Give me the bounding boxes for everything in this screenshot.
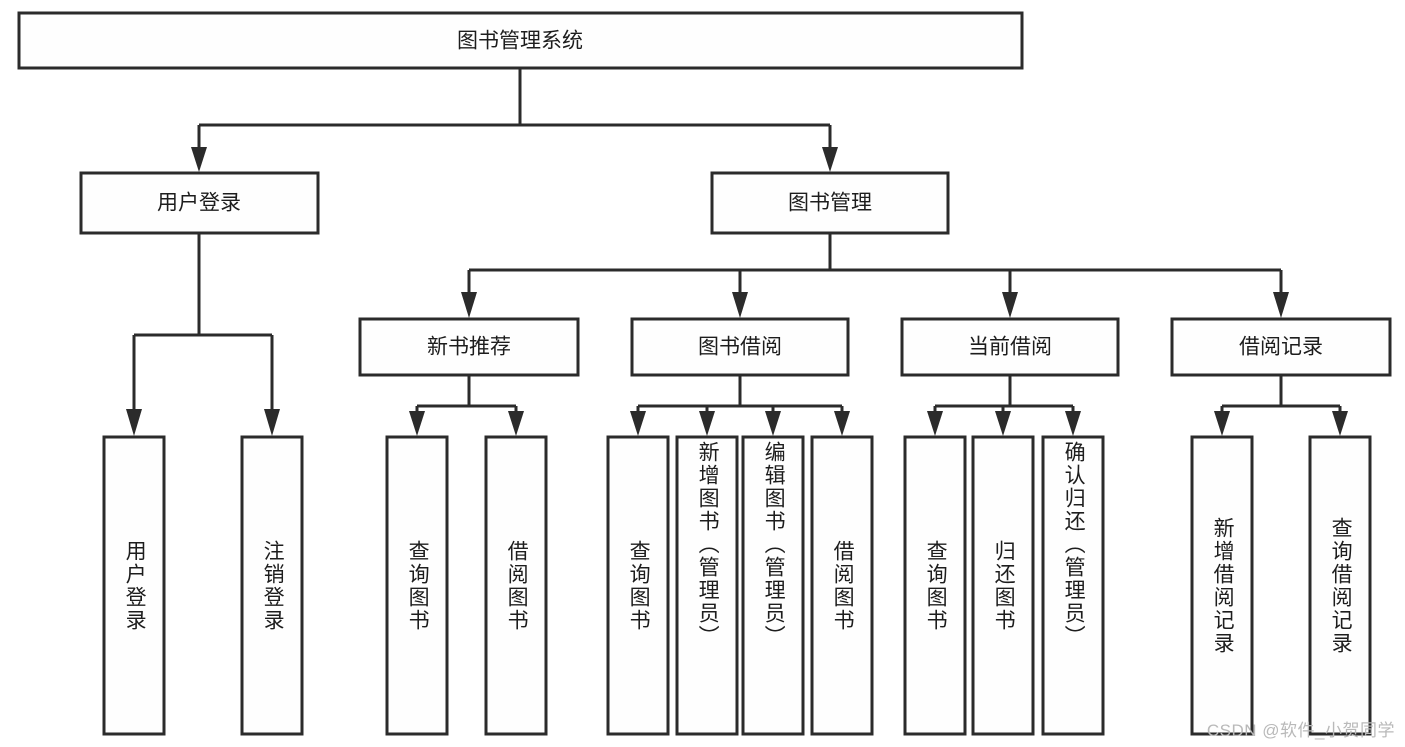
arrow-head-leaf-user-login — [126, 409, 142, 436]
arrow-head-leaf-borrow-book-1 — [508, 411, 524, 436]
arrow-head-book-borrow — [732, 292, 748, 318]
connector-group-current-borrow — [927, 375, 1081, 436]
arrow-head-leaf-borrow-book-2 — [834, 411, 850, 436]
node-borrow-record[interactable]: 借阅记录 — [1170, 317, 1392, 377]
arrow-head-new-book-recommend — [461, 292, 477, 318]
node-box-leaf-query-book-1[interactable] — [385, 435, 449, 736]
arrow-head-leaf-add-record — [1214, 411, 1230, 436]
node-box-book-manage[interactable] — [710, 171, 950, 235]
arrow-head-leaf-edit-book — [765, 411, 781, 436]
node-root[interactable]: 图书管理系统 — [17, 11, 1024, 70]
node-box-root[interactable] — [17, 11, 1024, 70]
arrow-head-current-borrow — [1002, 292, 1018, 318]
arrow-head-leaf-logout-login — [264, 409, 280, 436]
node-box-new-book-recommend[interactable] — [358, 317, 580, 377]
arrow-head-leaf-return-book — [995, 411, 1011, 436]
node-label-new-book-recommend: 新书推荐 — [427, 336, 511, 359]
node-new-book-recommend[interactable]: 新书推荐 — [358, 317, 580, 377]
arrow-head-borrow-record — [1273, 292, 1289, 318]
connector-group-user-login — [126, 233, 280, 436]
arrow-head-leaf-query-book-1 — [409, 411, 425, 436]
node-label-book-manage: 图书管理 — [788, 192, 872, 215]
connector-group-new-book-recommend — [409, 375, 524, 436]
arrow-head-leaf-add-book — [699, 411, 715, 436]
node-label-borrow-record: 借阅记录 — [1239, 336, 1323, 359]
node-box-leaf-query-book-2[interactable] — [606, 435, 670, 736]
node-box-leaf-borrow-book-1[interactable] — [484, 435, 548, 736]
connector-group-book-borrow — [630, 375, 850, 436]
node-box-borrow-record[interactable] — [1170, 317, 1392, 377]
node-current-borrow[interactable]: 当前借阅 — [900, 317, 1120, 377]
node-box-leaf-query-book-3[interactable] — [903, 435, 967, 736]
node-box-leaf-logout-login[interactable] — [240, 435, 304, 736]
arrow-head-book-manage — [822, 147, 838, 172]
arrow-head-user-login — [191, 147, 207, 172]
node-label-root: 图书管理系统 — [457, 30, 583, 53]
node-label-current-borrow: 当前借阅 — [968, 336, 1052, 359]
node-box-leaf-user-login[interactable] — [102, 435, 166, 736]
connector-group-root — [191, 68, 838, 172]
arrow-head-leaf-query-record — [1332, 411, 1348, 436]
node-box-user-login[interactable] — [79, 171, 320, 235]
arrow-head-leaf-query-book-2 — [630, 411, 646, 436]
node-box-leaf-add-book[interactable] — [675, 435, 739, 736]
arrow-head-leaf-confirm-return — [1065, 411, 1081, 436]
arrow-head-leaf-query-book-3 — [927, 411, 943, 436]
node-label-user-login: 用户登录 — [157, 192, 241, 215]
node-box-leaf-edit-book[interactable] — [741, 435, 805, 736]
node-box-leaf-return-book[interactable] — [971, 435, 1035, 736]
node-box-leaf-query-record[interactable] — [1308, 435, 1372, 736]
node-box-current-borrow[interactable] — [900, 317, 1120, 377]
connector-group-borrow-record — [1214, 375, 1348, 436]
node-user-login[interactable]: 用户登录 — [79, 171, 320, 235]
node-box-leaf-add-record[interactable] — [1190, 435, 1254, 736]
node-box-leaf-confirm-return[interactable] — [1041, 435, 1105, 736]
node-box-leaf-borrow-book-2[interactable] — [810, 435, 874, 736]
connector-group-book-manage — [461, 233, 1289, 318]
node-box-book-borrow[interactable] — [630, 317, 850, 377]
node-label-book-borrow: 图书借阅 — [698, 336, 782, 359]
node-book-borrow[interactable]: 图书借阅 — [630, 317, 850, 377]
node-book-manage[interactable]: 图书管理 — [710, 171, 950, 235]
